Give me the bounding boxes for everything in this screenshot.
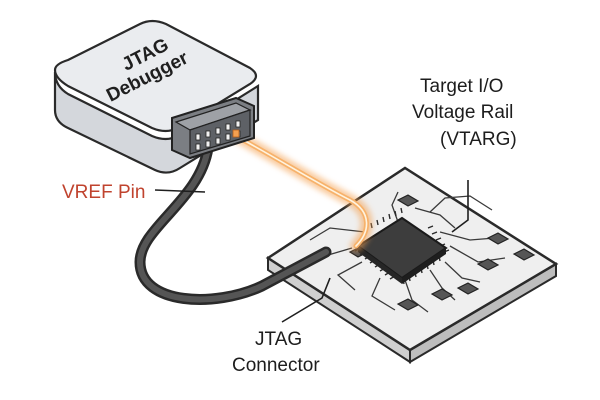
component-c6 xyxy=(430,288,454,301)
jtag-header-connector xyxy=(171,96,255,160)
target-board xyxy=(265,166,559,364)
target-leader xyxy=(451,180,469,233)
board-traces xyxy=(309,191,506,313)
vref-leader xyxy=(154,189,206,193)
component-c3 xyxy=(512,248,536,261)
vref-pin-highlight xyxy=(232,129,240,138)
component-c1 xyxy=(396,194,420,207)
debugger-top xyxy=(53,19,258,133)
jtag-cable xyxy=(134,142,332,305)
target-label-line1: Target I/O xyxy=(420,76,503,97)
component-c4 xyxy=(476,258,500,271)
vref-pin-label: VREF Pin xyxy=(62,182,145,203)
connector-label-line2: Connector xyxy=(232,355,320,376)
chip-side-face xyxy=(402,248,446,284)
component-c5 xyxy=(456,282,480,295)
vref-signal-line xyxy=(230,130,373,252)
target-label-line3: (VTARG) xyxy=(440,129,517,150)
jtag-debugger-box: JTAG Debugger xyxy=(53,19,260,174)
target-label-line2: Voltage Rail xyxy=(412,102,513,123)
connector-label-line1: JTAG xyxy=(255,329,302,350)
leader-lines xyxy=(154,180,469,323)
smd-components xyxy=(348,194,536,311)
connector-leader xyxy=(281,277,331,323)
component-c7 xyxy=(396,298,420,311)
component-c2 xyxy=(486,232,510,245)
chip-front-face xyxy=(358,246,402,284)
